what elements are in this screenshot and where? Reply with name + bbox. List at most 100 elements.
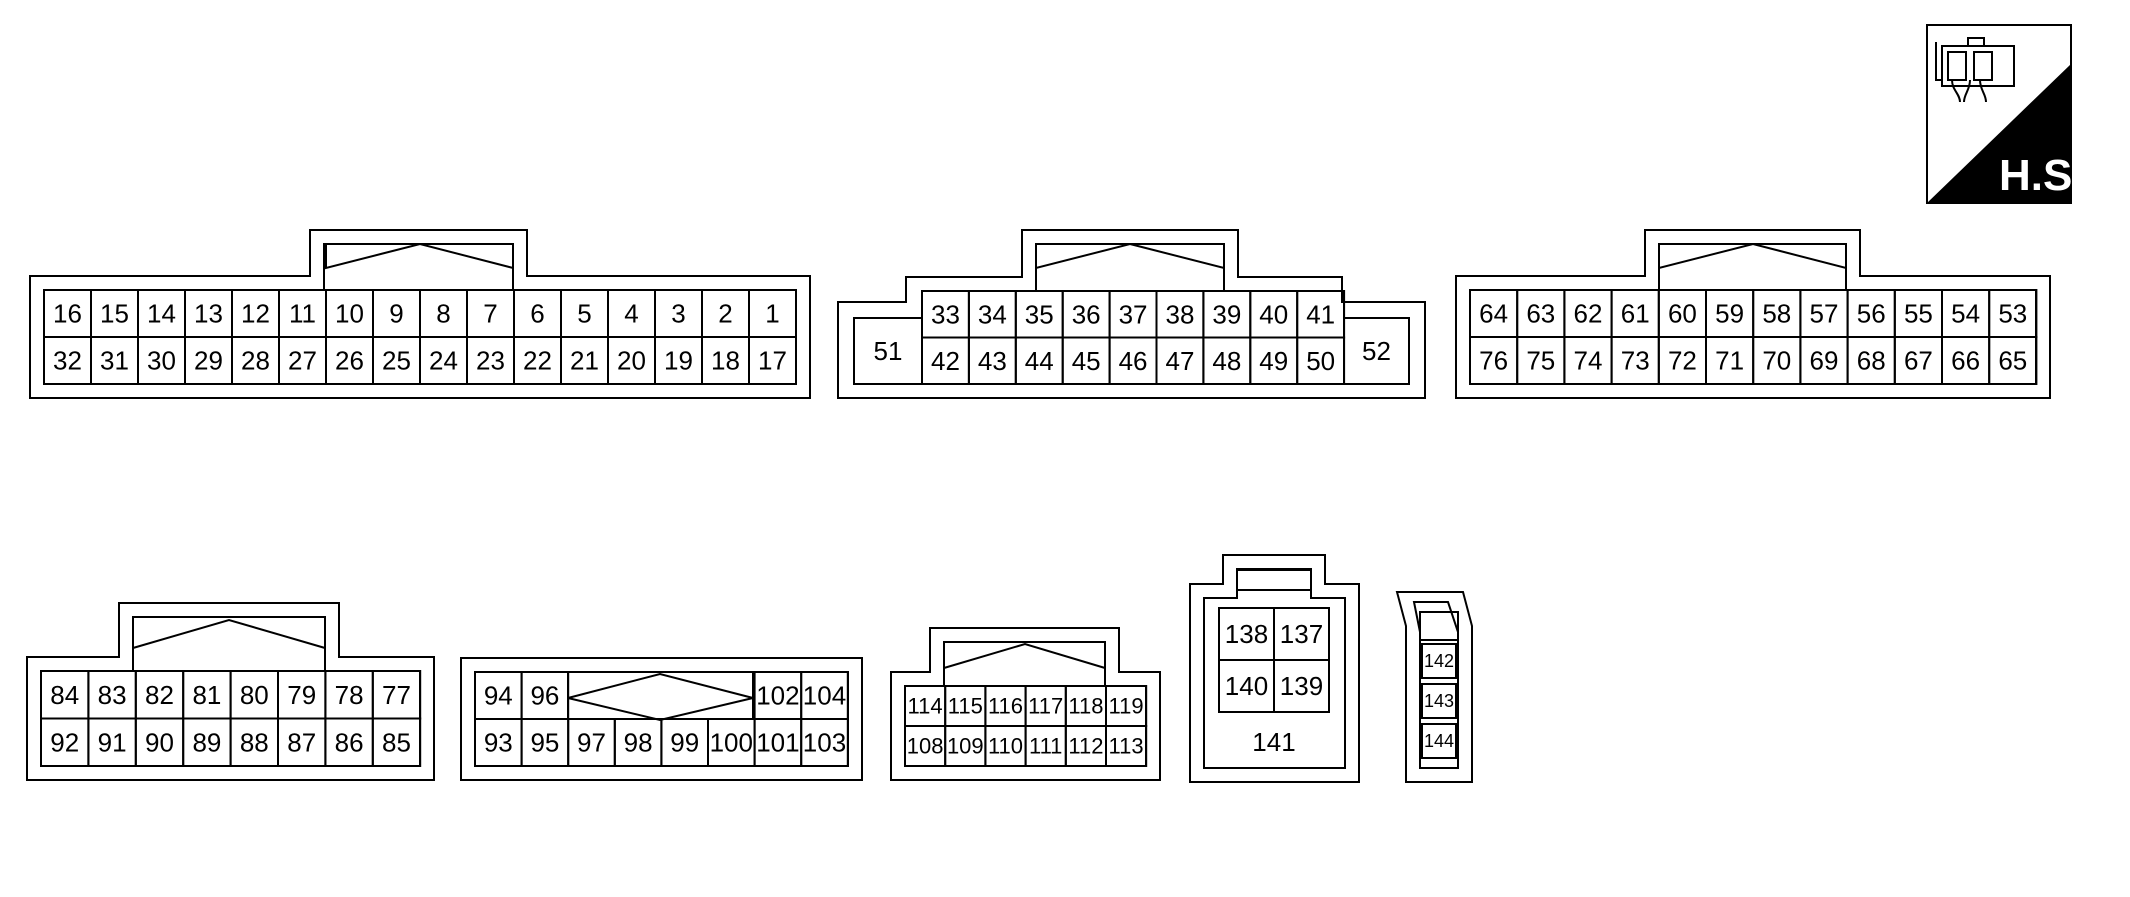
svg-text:117: 117 xyxy=(1028,694,1063,719)
pin-3: 3 xyxy=(654,289,703,338)
pin-95: 95 xyxy=(520,718,570,767)
pin-48: 48 xyxy=(1202,336,1252,385)
pin-140: 140 xyxy=(1218,659,1275,713)
svg-text:13: 13 xyxy=(194,299,223,329)
svg-text:70: 70 xyxy=(1762,346,1791,376)
svg-text:144: 144 xyxy=(1424,731,1454,751)
pin-143: 143 xyxy=(1421,683,1457,719)
pin-144: 144 xyxy=(1421,723,1457,759)
pin-8: 8 xyxy=(419,289,468,338)
pin-18: 18 xyxy=(701,336,750,385)
pin-68: 68 xyxy=(1846,336,1896,385)
svg-text:59: 59 xyxy=(1715,299,1744,329)
harness-side-connector-icon xyxy=(1935,37,2015,103)
svg-text:114: 114 xyxy=(908,694,943,719)
svg-text:50: 50 xyxy=(1306,346,1335,376)
pin-70: 70 xyxy=(1752,336,1802,385)
connector-142-144-housing xyxy=(1395,591,1473,783)
svg-text:8: 8 xyxy=(436,299,450,329)
svg-text:15: 15 xyxy=(100,299,129,329)
svg-text:142: 142 xyxy=(1424,651,1454,671)
pin-74: 74 xyxy=(1563,336,1613,385)
pin-138: 138 xyxy=(1218,607,1275,661)
pin-108: 108 xyxy=(904,725,947,767)
pin-94: 94 xyxy=(474,671,523,720)
svg-text:111: 111 xyxy=(1029,734,1062,759)
pin-33: 33 xyxy=(921,290,970,339)
pin-13: 13 xyxy=(184,289,233,338)
harness-side-badge: H.S. xyxy=(1926,24,2072,204)
pin-61: 61 xyxy=(1610,289,1660,338)
svg-text:110: 110 xyxy=(988,734,1023,759)
svg-text:43: 43 xyxy=(978,346,1007,376)
svg-text:3: 3 xyxy=(671,299,685,329)
pin-67: 67 xyxy=(1893,336,1944,385)
pin-86: 86 xyxy=(324,717,374,767)
pin-83: 83 xyxy=(87,670,137,720)
pin-53: 53 xyxy=(1988,289,2038,338)
svg-text:75: 75 xyxy=(1526,346,1555,376)
svg-text:83: 83 xyxy=(98,680,127,710)
pin-109: 109 xyxy=(944,725,987,767)
pin-12: 12 xyxy=(231,289,280,338)
pin-85: 85 xyxy=(371,717,422,767)
svg-text:2: 2 xyxy=(718,299,732,329)
svg-text:86: 86 xyxy=(335,727,364,757)
svg-text:91: 91 xyxy=(98,727,127,757)
svg-text:32: 32 xyxy=(53,346,82,376)
pin-90: 90 xyxy=(134,717,185,767)
svg-text:109: 109 xyxy=(947,734,984,759)
pin-6: 6 xyxy=(513,289,562,338)
pin-58: 58 xyxy=(1752,289,1802,338)
pin-112: 112 xyxy=(1064,725,1108,767)
pin-97: 97 xyxy=(567,718,616,767)
svg-text:118: 118 xyxy=(1068,694,1103,719)
pin-39: 39 xyxy=(1202,290,1252,339)
pin-76: 76 xyxy=(1469,336,1519,385)
svg-text:38: 38 xyxy=(1165,299,1194,329)
svg-text:137: 137 xyxy=(1280,619,1323,649)
pin-24: 24 xyxy=(419,336,468,385)
pin-98: 98 xyxy=(613,718,663,767)
svg-text:40: 40 xyxy=(1259,299,1288,329)
pin-101: 101 xyxy=(753,718,803,767)
connector-137-141-housing xyxy=(1189,554,1360,783)
svg-text:61: 61 xyxy=(1621,299,1650,329)
pin-87: 87 xyxy=(277,717,327,767)
svg-text:51: 51 xyxy=(874,336,903,366)
svg-text:11: 11 xyxy=(289,299,316,329)
pin-30: 30 xyxy=(137,336,186,385)
pin-47: 47 xyxy=(1155,336,1205,385)
svg-text:66: 66 xyxy=(1951,346,1980,376)
svg-text:72: 72 xyxy=(1668,346,1697,376)
svg-text:69: 69 xyxy=(1810,346,1839,376)
pin-110: 110 xyxy=(984,725,1027,767)
svg-text:67: 67 xyxy=(1904,346,1933,376)
pin-77: 77 xyxy=(371,670,422,720)
pin-93: 93 xyxy=(474,718,523,767)
pin-113: 113 xyxy=(1105,725,1148,767)
pin-88: 88 xyxy=(229,717,280,767)
pin-81: 81 xyxy=(182,670,232,720)
pin-55: 55 xyxy=(1893,289,1944,338)
svg-text:103: 103 xyxy=(803,728,846,758)
svg-text:62: 62 xyxy=(1574,299,1603,329)
svg-text:87: 87 xyxy=(287,727,316,757)
svg-text:71: 71 xyxy=(1715,346,1744,376)
pin-31: 31 xyxy=(90,336,139,385)
svg-text:102: 102 xyxy=(756,681,799,711)
svg-text:138: 138 xyxy=(1225,619,1268,649)
pin-5: 5 xyxy=(560,289,609,338)
pin-60: 60 xyxy=(1657,289,1708,338)
pin-139: 139 xyxy=(1273,659,1330,713)
svg-text:54: 54 xyxy=(1951,299,1980,329)
svg-text:97: 97 xyxy=(577,728,606,758)
pin-104: 104 xyxy=(800,671,849,720)
svg-text:16: 16 xyxy=(53,299,82,329)
svg-text:37: 37 xyxy=(1119,299,1148,329)
svg-text:90: 90 xyxy=(145,727,174,757)
svg-text:12: 12 xyxy=(241,299,270,329)
badge-label: H.S. xyxy=(1999,151,2072,200)
svg-text:5: 5 xyxy=(577,299,591,329)
